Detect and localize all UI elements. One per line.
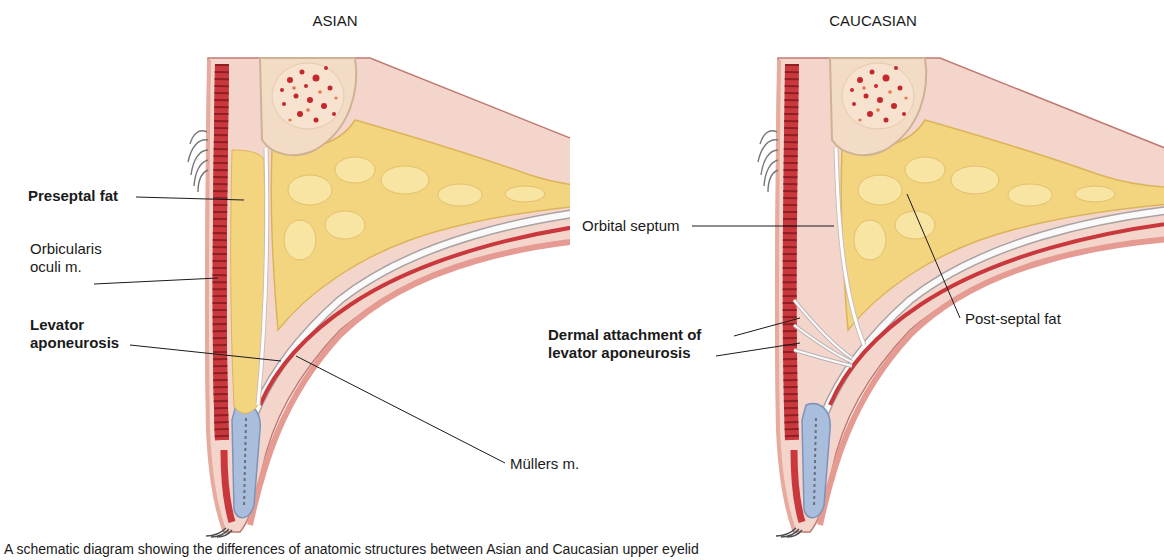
eyelid-section xyxy=(758,58,1164,537)
part-label: Post-septal fat xyxy=(965,310,1085,328)
leader-lines xyxy=(94,194,960,463)
leader-lines xyxy=(136,197,244,200)
eyelid-section xyxy=(188,58,570,537)
leader-lines xyxy=(692,226,834,227)
orbicularis-striation xyxy=(220,64,222,440)
part-label: Preseptal fat xyxy=(28,187,138,205)
leader-lines xyxy=(734,318,800,336)
orbital-septum xyxy=(836,148,864,345)
dermal-attachment-fibers xyxy=(794,300,852,366)
dermal-attachment-fibers xyxy=(794,350,852,366)
part-label: Levator aponeurosis xyxy=(30,316,130,352)
part-label: Orbicularis oculi m. xyxy=(30,240,118,276)
orbital-septum-edge xyxy=(836,148,864,345)
leader-lines xyxy=(907,194,960,318)
caucasian-eyelid xyxy=(758,58,1164,537)
dermal-attachment-fibers xyxy=(794,350,852,366)
panel-title: ASIAN xyxy=(285,12,385,30)
leader-lines xyxy=(130,345,281,361)
leader-lines xyxy=(716,343,800,356)
panel-title: CAUCASIAN xyxy=(823,12,923,30)
leader-lines xyxy=(296,356,505,463)
part-label: Orbital septum xyxy=(582,217,690,235)
figure-caption: A schematic diagram showing the differen… xyxy=(4,541,1154,557)
orbital-septum xyxy=(258,148,267,405)
leader-lines xyxy=(94,278,218,284)
part-label: Müllers m. xyxy=(510,455,610,473)
asian-eyelid xyxy=(188,58,570,537)
orbicularis-muscle xyxy=(220,64,222,440)
orbital-septum-edge xyxy=(258,148,267,405)
part-label: Dermal attachment of levator aponeurosis xyxy=(548,326,728,362)
